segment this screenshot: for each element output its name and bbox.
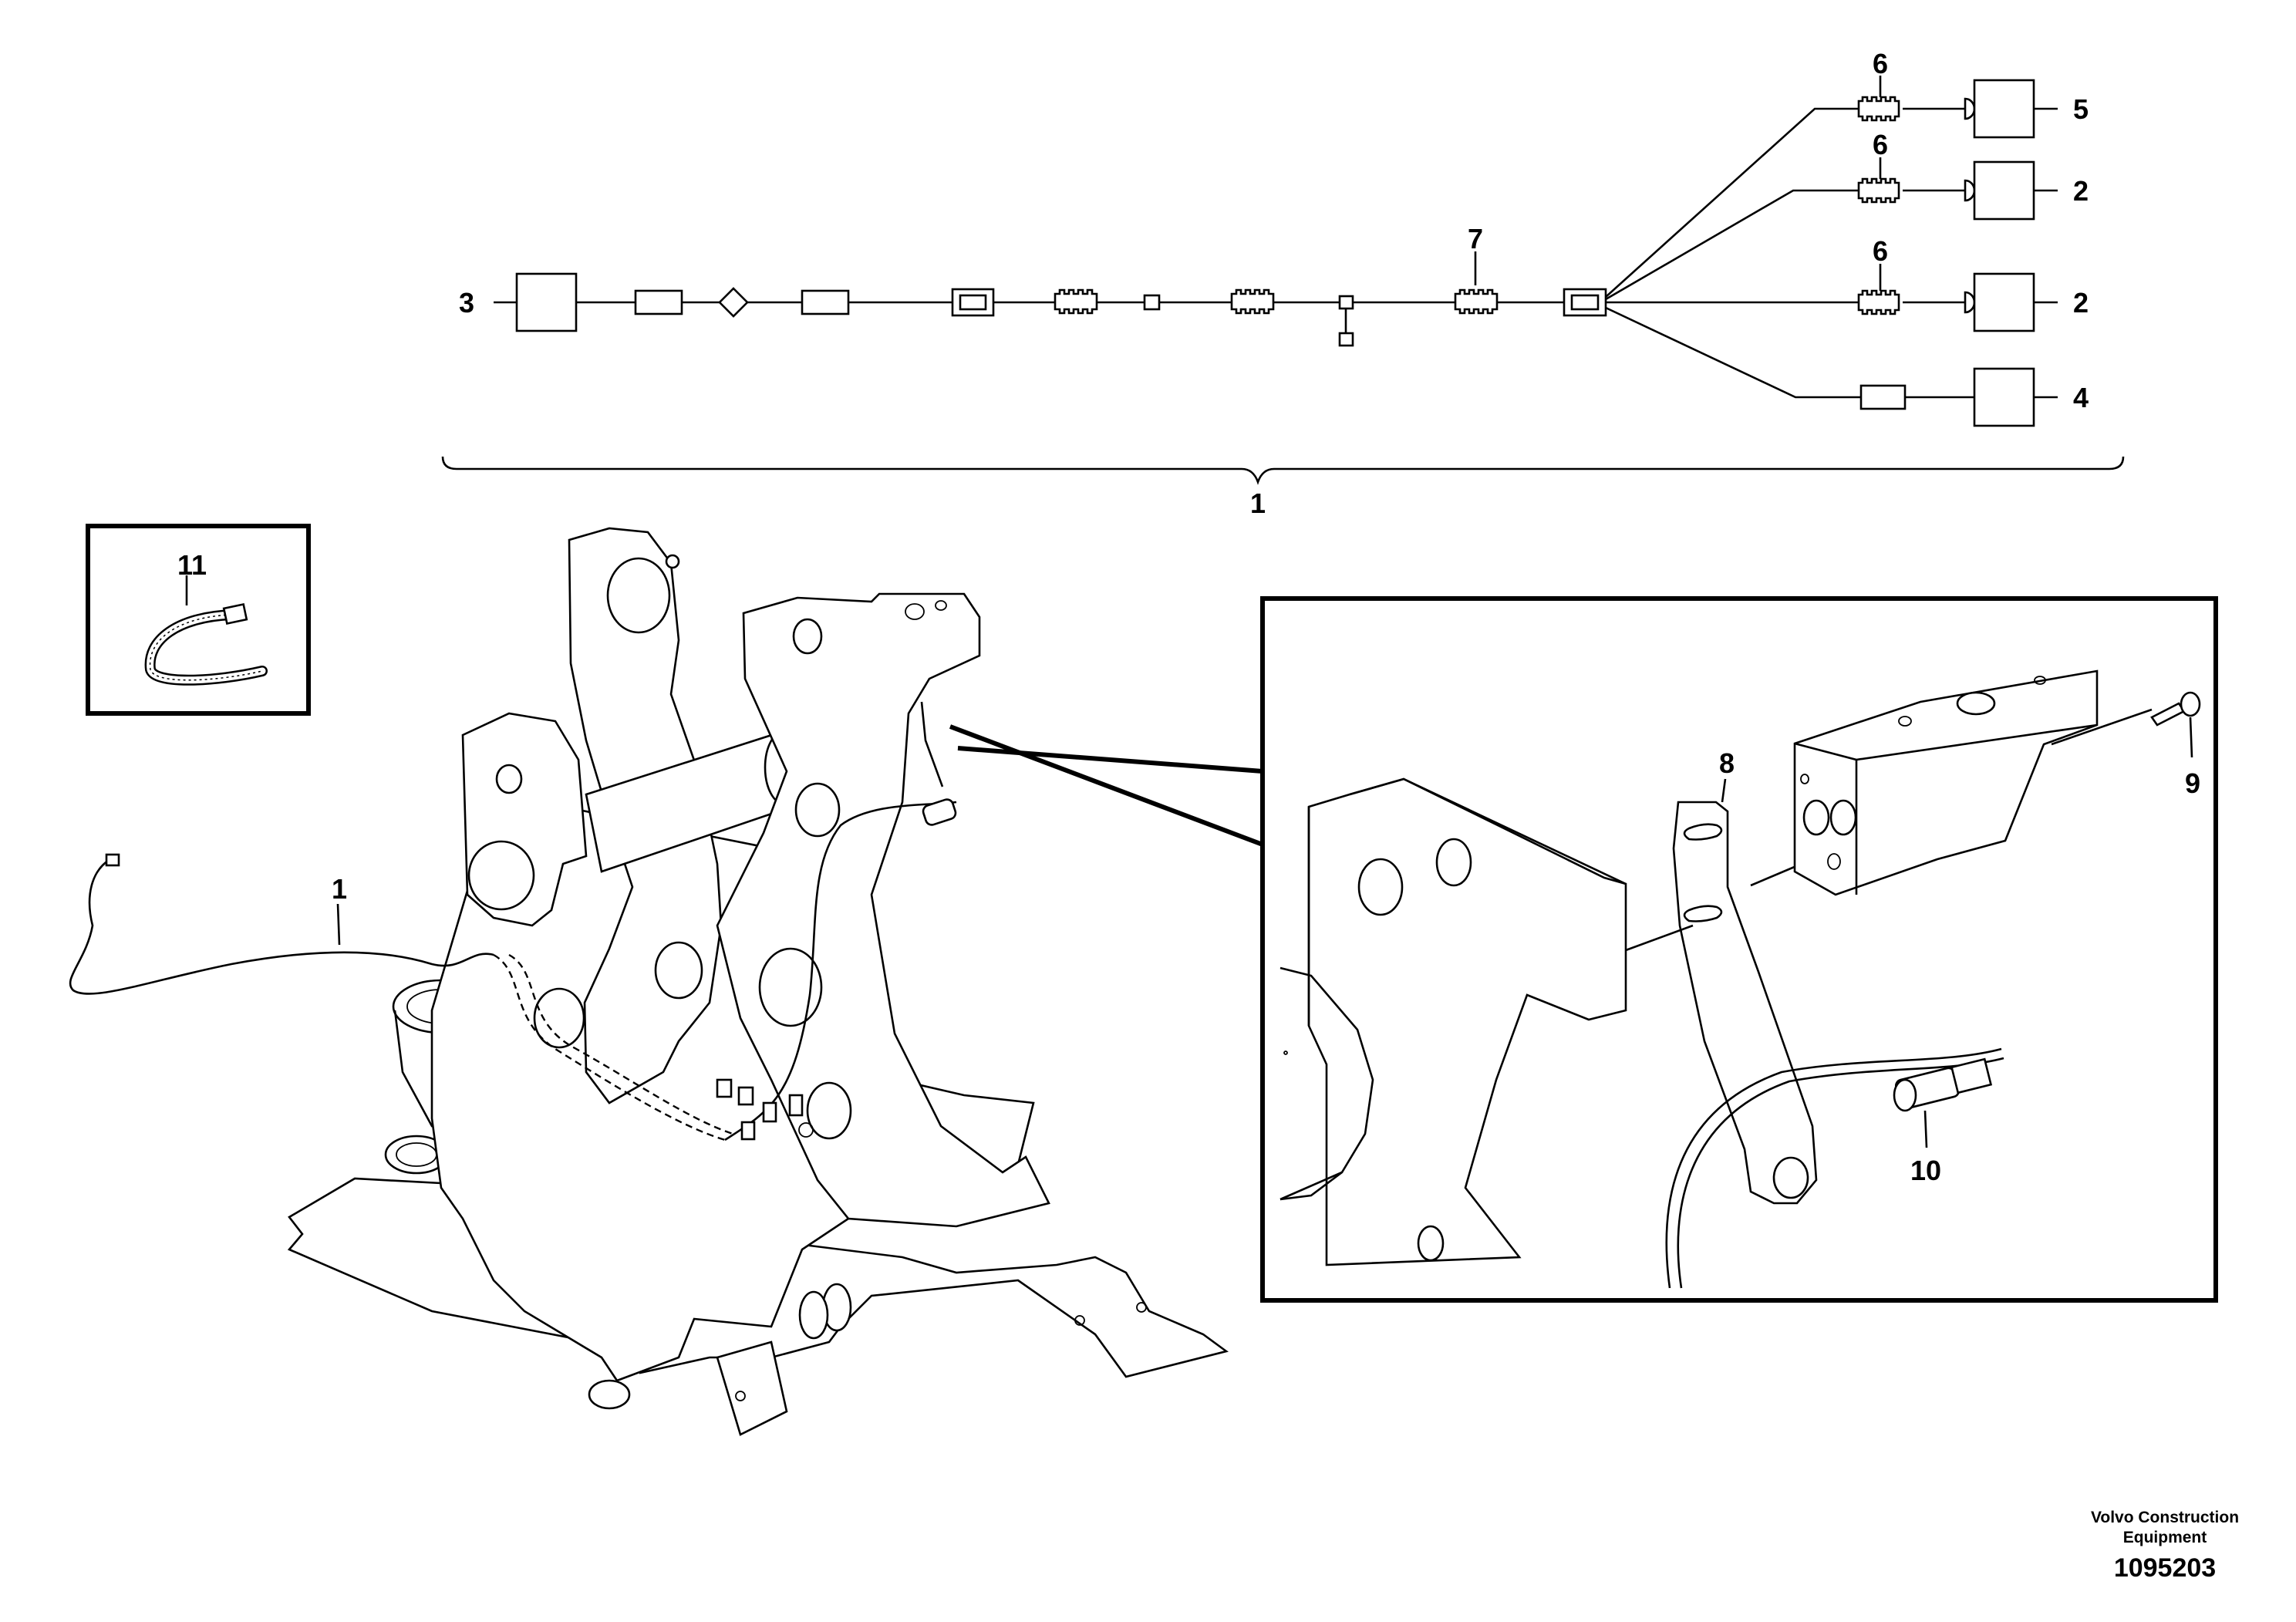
callout-1-frame: 1: [332, 873, 347, 905]
proximity-sensor-10: [1893, 1057, 1993, 1148]
mounting-block: [1793, 669, 2099, 896]
bolt-9: [2150, 691, 2201, 758]
company-name-line2: Equipment: [2123, 1529, 2207, 1546]
connector-3-box: [515, 272, 578, 332]
harness-diamond-connector: [718, 287, 749, 318]
callout-6a: 6: [1873, 48, 1888, 79]
cable-tie-inset: [86, 524, 311, 716]
callout-6b: 6: [1873, 129, 1888, 160]
callout-7: 7: [1468, 223, 1483, 255]
company-name-line1: Volvo Construction: [2091, 1509, 2239, 1526]
branch-connector-2a: [1857, 157, 2058, 221]
branch-connector-5: [1857, 76, 2058, 139]
branch-connector-2b: [1857, 264, 2058, 332]
drawing-number: 1095203: [2114, 1553, 2216, 1583]
callout-5: 5: [2073, 93, 2089, 125]
callout-2a: 2: [2073, 175, 2089, 207]
harness-clip-7: [1454, 288, 1499, 315]
callout-4: 4: [2073, 382, 2089, 413]
callout-8: 8: [1719, 747, 1735, 779]
branch-connector-4: [1859, 367, 2058, 427]
harness-component: [634, 289, 683, 315]
harness-component: [801, 289, 850, 315]
callout-6c: 6: [1873, 235, 1888, 267]
callout-11: 11: [177, 549, 207, 581]
harness-schematic: [441, 76, 2125, 485]
mounting-bracket-8: [1672, 801, 1818, 1205]
sensor-detail-inset: [1260, 596, 2218, 1303]
harness-splice: [1338, 295, 1354, 310]
frame-sensor-10: [922, 798, 957, 826]
callout-10: 10: [1910, 1155, 1941, 1186]
harness-clip: [1054, 288, 1098, 315]
harness-small-connector: [1143, 294, 1161, 311]
harness-end-connector: [105, 853, 120, 867]
cable-tie-icon: [144, 609, 268, 686]
harness-brace: [441, 456, 2125, 485]
callout-2b: 2: [2073, 287, 2089, 319]
callout-9: 9: [2185, 767, 2200, 799]
callout-3: 3: [459, 287, 474, 319]
callout-1-harness: 1: [1250, 487, 1266, 519]
harness-clip: [1230, 288, 1275, 315]
frame-harness-cable: [69, 859, 494, 995]
loader-front-frame: [69, 527, 1229, 1436]
